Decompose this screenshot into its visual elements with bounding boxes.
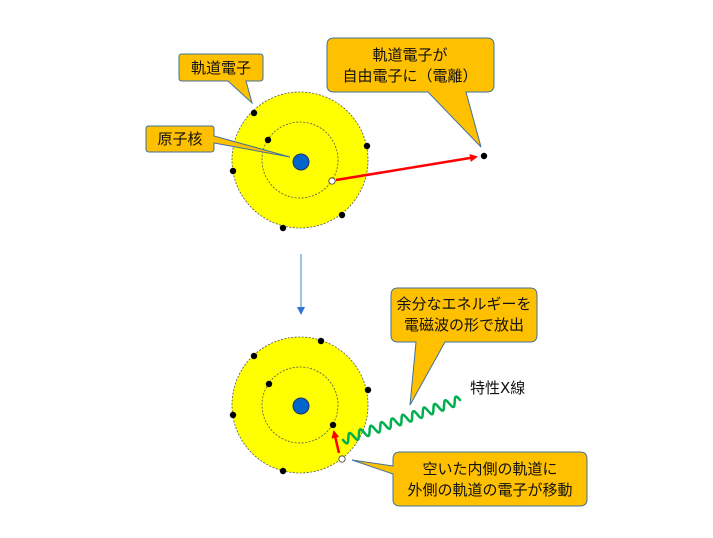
callout-transition-line1: 空いた内側の軌道に — [422, 460, 557, 478]
callout-energy-line1: 余分なエネルギーを — [396, 295, 531, 313]
callout-orbital-electron: 軌道電子 — [178, 53, 264, 105]
ionization-arrow — [335, 154, 478, 182]
inner-shell — [261, 366, 339, 444]
electron — [364, 386, 372, 394]
top-atom — [229, 91, 488, 232]
electron — [264, 136, 272, 144]
electron — [363, 142, 371, 150]
xray-wave — [341, 395, 462, 445]
electron — [250, 109, 258, 117]
callout-transition-line2: 外側の軌道の電子が移動 — [407, 481, 572, 499]
inner-shell — [261, 121, 339, 199]
electron-vacancy — [328, 177, 336, 185]
electron — [250, 352, 258, 360]
callout-ionization: 軌道電子が 自由電子に（電離） — [326, 37, 495, 148]
electron — [229, 167, 237, 175]
nucleus — [292, 397, 310, 415]
free-electron — [480, 152, 488, 160]
nucleus — [292, 153, 310, 171]
electron — [229, 411, 237, 419]
electron — [279, 467, 287, 475]
electron — [279, 224, 287, 232]
callout-energy-line2: 電磁波の形で放出 — [404, 316, 524, 334]
electron — [338, 211, 346, 219]
callout-orbital-electron-text: 軌道電子 — [191, 59, 251, 77]
electron — [265, 380, 273, 388]
callout-energy: 余分なエネルギーを 電磁波の形で放出 — [390, 287, 538, 406]
electron — [329, 421, 337, 429]
callout-nucleus: 原子核 — [145, 125, 291, 158]
callout-transition: 空いた内側の軌道に 外側の軌道の電子が移動 — [351, 451, 588, 507]
callout-nucleus-text: 原子核 — [157, 130, 202, 148]
bottom-atom — [229, 336, 462, 475]
label-characteristic-xray: 特性X線 — [470, 379, 525, 397]
electron — [317, 337, 325, 345]
transition-arrow — [331, 430, 341, 454]
electron-vacancy — [338, 455, 346, 463]
callout-ionization-line1: 軌道電子が — [372, 46, 447, 64]
callout-ionization-line2: 自由電子に（電離） — [342, 67, 477, 85]
